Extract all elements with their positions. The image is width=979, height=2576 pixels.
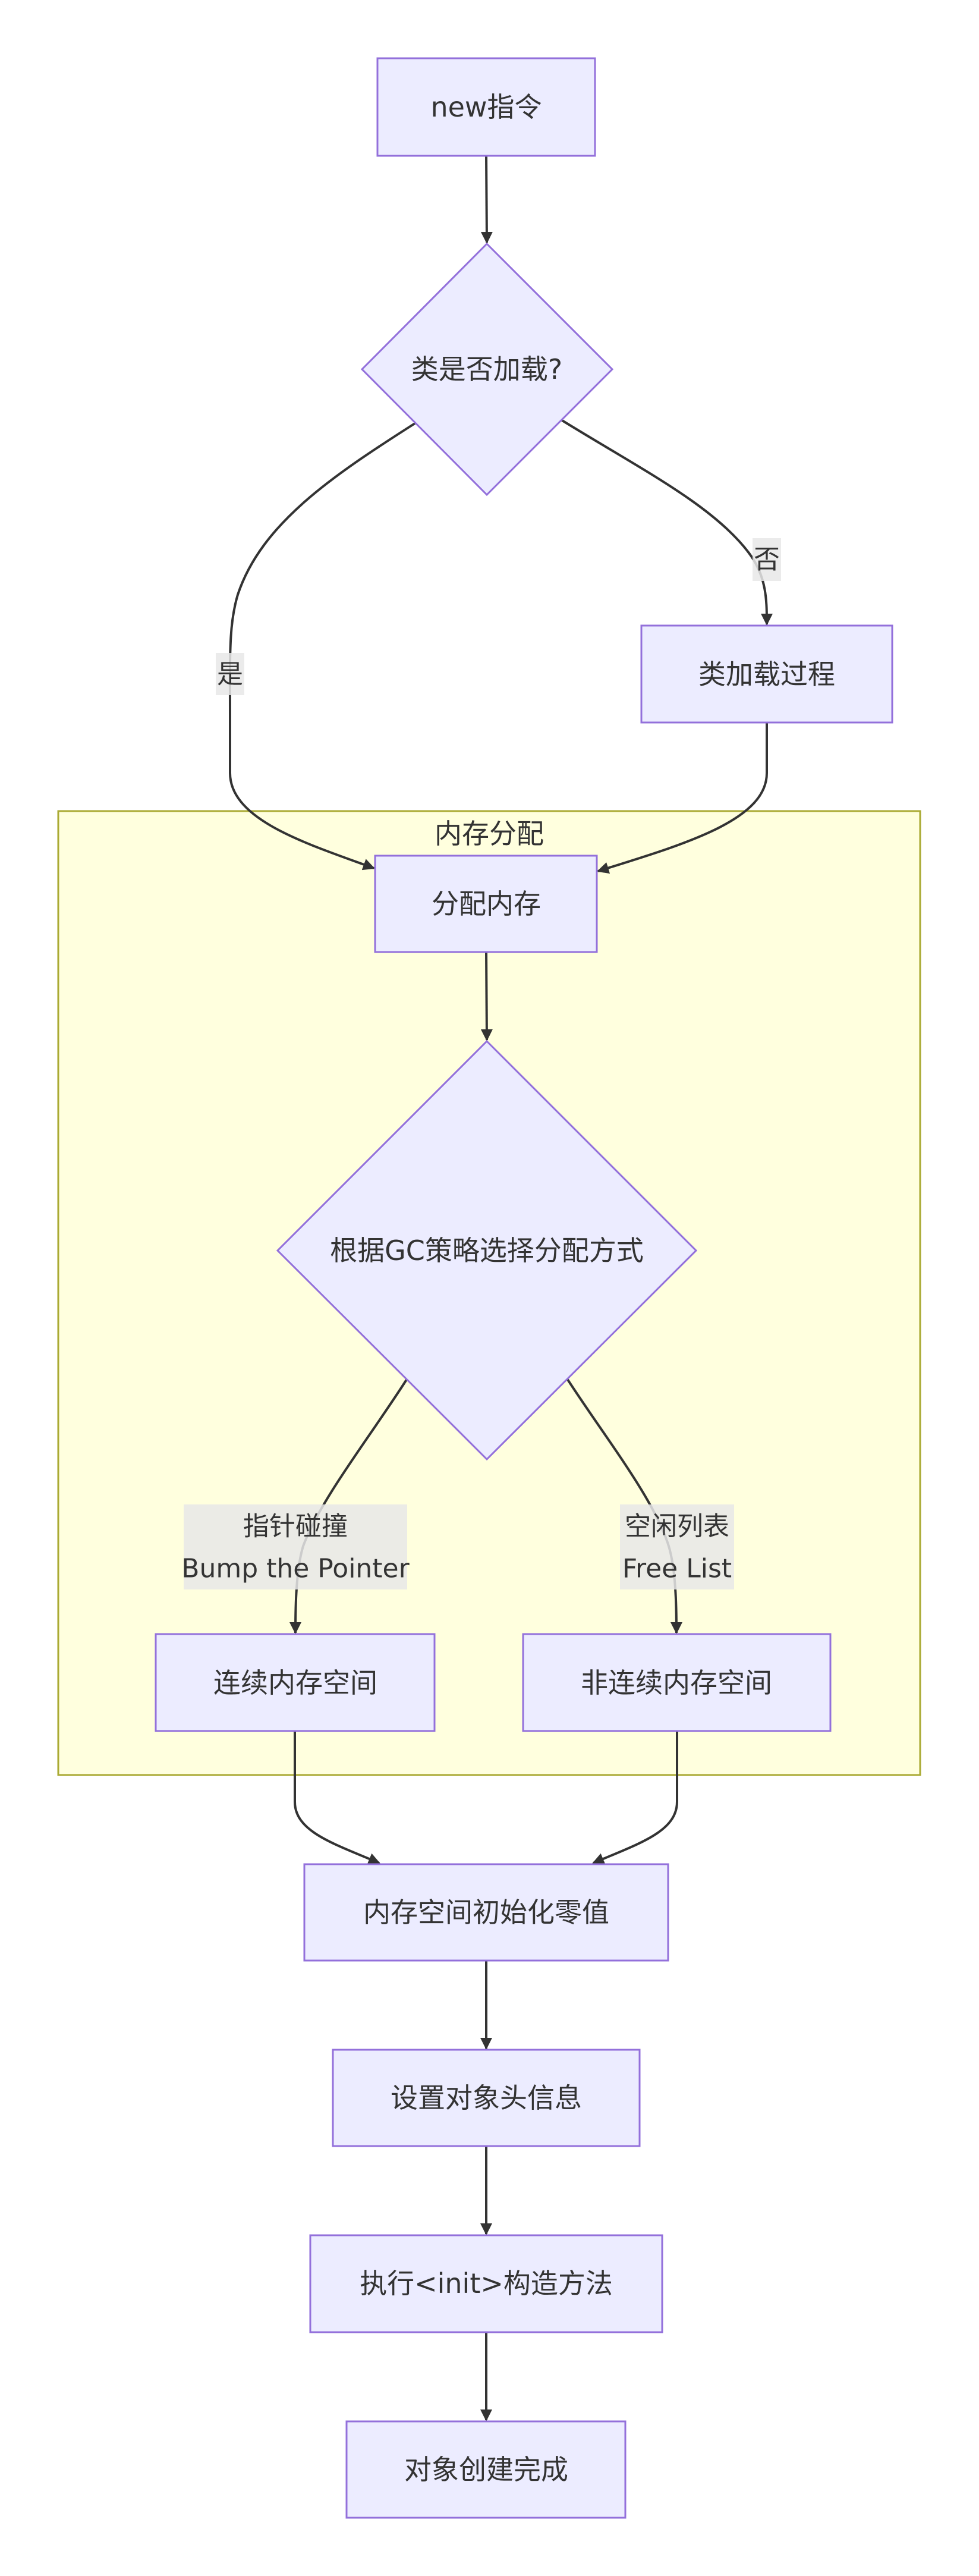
edge-label-yes: 是 xyxy=(216,653,244,695)
node-set-object-header-label: 设置对象头信息 xyxy=(391,2082,582,2114)
node-execute-init-label: 执行<init>构造方法 xyxy=(360,2267,613,2299)
node-noncontiguous-memory-label: 非连续内存空间 xyxy=(581,1667,772,1699)
edge-alloc-to-gc xyxy=(480,951,493,1041)
edge-label-free-list-cn: 空闲列表 xyxy=(625,1512,729,1542)
edge-classload-to-alloc xyxy=(597,722,768,874)
edge-label-free-list: 空闲列表 Free List xyxy=(620,1504,734,1589)
edge-label-bump-pointer-en: Bump the Pointer xyxy=(181,1554,410,1584)
edge-label-no-text: 否 xyxy=(754,545,780,575)
node-class-loading-process[interactable]: 类加载过程 xyxy=(640,624,893,724)
edge-label-bump-pointer: 指针碰撞 Bump the Pointer xyxy=(181,1504,410,1589)
edge-loaded-to-alloc xyxy=(228,422,416,871)
edge-loaded-to-classload xyxy=(560,419,773,626)
node-zero-initialize[interactable]: 内存空间初始化零值 xyxy=(303,1863,669,1962)
node-gc-strategy-decision-label: 根据GC策略选择分配方式 xyxy=(330,1234,644,1267)
node-new-instruction[interactable]: new指令 xyxy=(376,57,596,157)
node-new-instruction-label: new指令 xyxy=(430,91,542,123)
edge-noncontig-to-zero xyxy=(592,1731,678,1865)
node-class-loaded-decision[interactable]: 类是否加载? xyxy=(360,242,614,497)
cluster-label: 内存分配 xyxy=(435,818,544,850)
node-zero-initialize-label: 内存空间初始化零值 xyxy=(363,1896,609,1928)
node-contiguous-memory[interactable]: 连续内存空间 xyxy=(155,1633,436,1732)
node-set-object-header[interactable]: 设置对象头信息 xyxy=(332,2049,641,2147)
edge-label-no: 否 xyxy=(753,538,781,581)
node-class-loaded-decision-label: 类是否加载? xyxy=(411,353,562,385)
node-noncontiguous-memory[interactable]: 非连续内存空间 xyxy=(522,1633,832,1732)
node-class-loading-process-label: 类加载过程 xyxy=(698,658,835,690)
node-execute-init[interactable]: 执行<init>构造方法 xyxy=(309,2234,663,2333)
node-allocate-memory-label: 分配内存 xyxy=(432,888,541,920)
node-contiguous-memory-label: 连续内存空间 xyxy=(213,1667,377,1699)
edge-contig-to-zero xyxy=(294,1731,380,1865)
edge-label-free-list-en: Free List xyxy=(622,1554,732,1584)
edge-label-yes-text: 是 xyxy=(217,659,243,690)
edge-label-bump-pointer-cn: 指针碰撞 xyxy=(243,1512,348,1542)
node-object-created[interactable]: 对象创建完成 xyxy=(345,2420,627,2519)
edge-new-to-loaded xyxy=(480,155,493,244)
node-gc-strategy-decision[interactable]: 根据GC策略选择分配方式 xyxy=(276,1039,698,1461)
node-allocate-memory[interactable]: 分配内存 xyxy=(374,855,598,953)
node-object-created-label: 对象创建完成 xyxy=(404,2454,568,2486)
